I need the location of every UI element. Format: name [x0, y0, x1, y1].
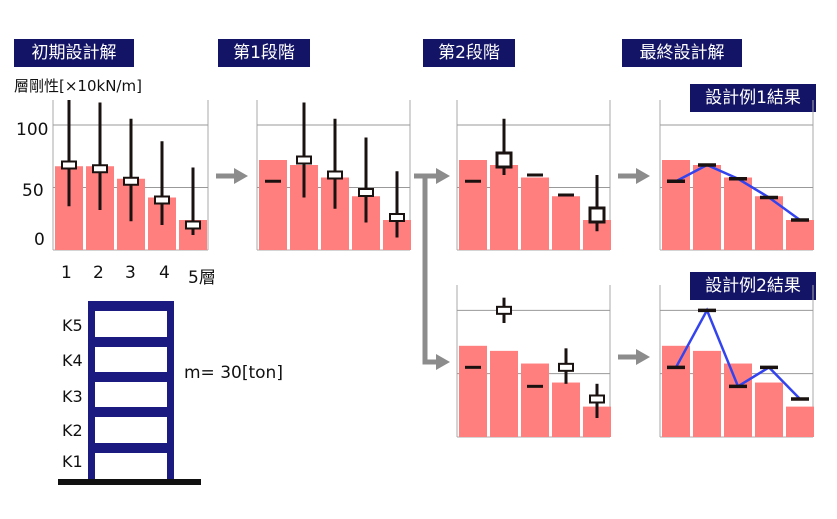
stage2-2-marker-5 [589, 394, 605, 404]
arrow-head-final-top [636, 168, 650, 184]
frame-column-left [88, 302, 95, 480]
stage2-2-bar-4 [552, 382, 580, 437]
final-1-bar-1 [662, 160, 690, 250]
stage1-marker-5 [389, 213, 405, 222]
initial-marker-5 [185, 220, 201, 230]
stage1-marker-4 [358, 188, 374, 197]
y-tick-100: 100 [16, 120, 49, 140]
arrow-head-initial-to-stage1 [234, 168, 248, 184]
frame-floor-beam-2 [88, 407, 174, 417]
stage2-1-bar-1 [459, 160, 487, 250]
arrow-head-stage2-top [436, 168, 450, 184]
initial-marker-1 [61, 160, 77, 170]
initial-marker-4 [154, 195, 170, 205]
frame-column-right [167, 302, 174, 480]
stiffness-label-k1: K1 [62, 452, 83, 471]
stage1-marker-2 [296, 155, 312, 165]
final-1-bar-3 [724, 177, 752, 250]
header-stage2: 第2段階 [423, 39, 515, 67]
header-initial: 初期設計解 [14, 39, 134, 67]
final-2-bar-3 [724, 363, 752, 437]
stage2-2-bar-1 [459, 345, 487, 437]
x-tick-1: 1 [61, 263, 72, 283]
x-tick-3: 3 [125, 263, 136, 283]
final-2-bar-1 [662, 345, 690, 437]
stiffness-label-k3: K3 [62, 387, 83, 406]
initial-marker-3 [123, 176, 139, 186]
x-tick-2: 2 [93, 263, 104, 283]
frame-floor-beam-3 [88, 372, 174, 382]
arrow-stage1-branch [414, 173, 438, 365]
initial-marker-2 [92, 164, 108, 174]
stage2-2-bar-3 [521, 363, 549, 437]
x-tick-5: 5層 [188, 268, 216, 288]
final-2-bar-5 [786, 406, 814, 437]
stage1-marker-3 [327, 170, 343, 180]
frame-floor-beam-5 [88, 301, 174, 311]
header-result2: 設計例2結果 [690, 272, 816, 300]
final-2-bar-2 [693, 350, 721, 437]
arrow-head-final-bottom [636, 349, 650, 365]
header-final: 最終設計解 [622, 39, 742, 67]
y-tick-0: 0 [34, 230, 45, 250]
final-1-bar-5 [786, 220, 814, 250]
stage2-1-marker-2 [495, 151, 513, 169]
stiffness-label-k2: K2 [62, 421, 83, 440]
stage2-1-bar-4 [552, 196, 580, 250]
y-axis-title: 層剛性[×10kN/m] [14, 77, 142, 95]
final-2-bar-4 [755, 382, 783, 437]
arrow-head-stage2-bottom [436, 354, 450, 370]
frame-floor-beam-4 [88, 337, 174, 347]
mass-label: m= 30[ton] [184, 363, 283, 383]
stage1-bar-1 [259, 160, 287, 250]
stiffness-label-k5: K5 [62, 316, 83, 335]
stage2-1-bar-2 [490, 165, 518, 250]
stage2-1-bar-3 [521, 177, 549, 250]
ground-line [58, 479, 201, 485]
final-1-bar-2 [693, 165, 721, 250]
stage2-2-bar-2 [490, 350, 518, 437]
header-stage1: 第1段階 [218, 39, 310, 67]
y-tick-50: 50 [22, 181, 44, 201]
stage2-2-marker-4 [558, 362, 574, 372]
stage2-2-marker-2 [496, 305, 512, 315]
header-result1: 設計例1結果 [690, 84, 816, 112]
stage2-1-marker-5 [588, 206, 606, 224]
stiffness-label-k4: K4 [62, 351, 83, 370]
x-tick-4: 4 [159, 263, 170, 283]
frame-floor-beam-1 [88, 443, 174, 453]
